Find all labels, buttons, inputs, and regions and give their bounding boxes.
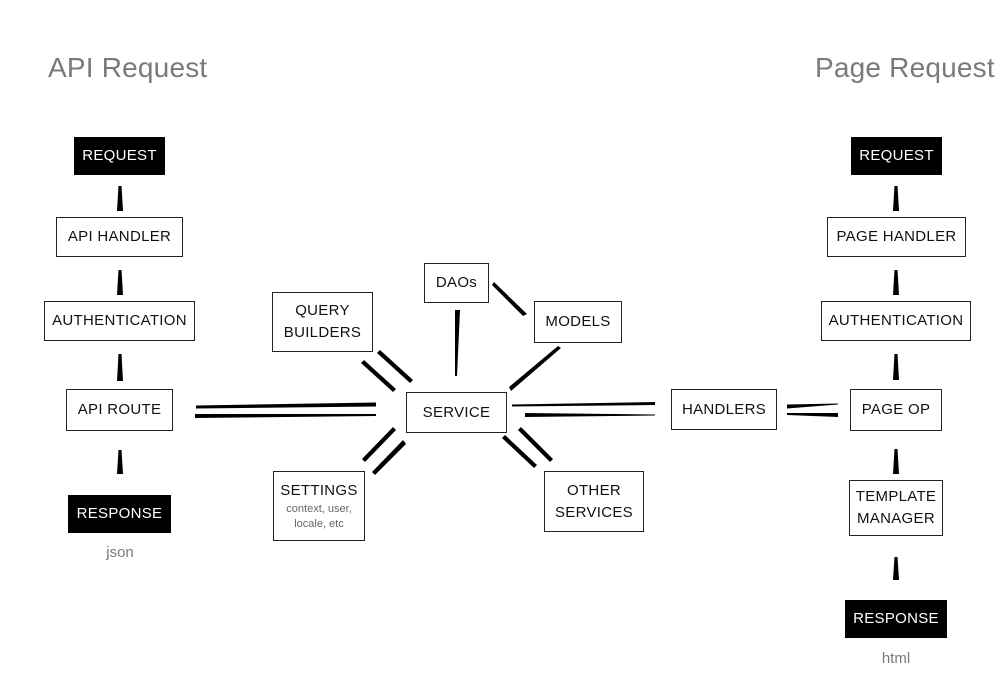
wedge-query-builders-to-service (377, 350, 413, 383)
daos-node: DAOs (424, 263, 489, 303)
wedge-pageop-to-handlers-bottom (787, 413, 838, 417)
api-authentication-node: AUTHENTICATION (44, 301, 195, 341)
api-response-node: RESPONSE (68, 495, 171, 533)
wedge-settings-to-service (372, 440, 406, 475)
wedge-page-template-to-response (893, 557, 899, 580)
api-request-heading: API Request (48, 52, 208, 83)
page-handler-node: PAGE HANDLER (827, 217, 966, 257)
wedge-handlers-to-service-bottom (525, 413, 655, 417)
settings-label: SETTINGS (280, 482, 358, 499)
wedge-service-to-handlers-top (512, 402, 655, 407)
settings-detail-line-2: locale, etc (294, 518, 344, 530)
wedge-service-to-settings (362, 427, 396, 462)
settings-node: SETTINGS context, user, locale, etc (273, 471, 365, 541)
wedge-other-services-to-service (518, 427, 553, 462)
wedge-service-to-route-bottom (195, 414, 376, 418)
page-response-format: html (881, 650, 911, 667)
wedge-page-request-to-handler (893, 186, 899, 211)
query-builders-line-2: BUILDERS (283, 324, 362, 341)
wedge-service-to-models (509, 346, 561, 391)
wedge-handlers-to-pageop-top (787, 403, 838, 409)
api-handler-node: API HANDLER (56, 217, 183, 257)
page-op-node: PAGE OP (850, 389, 942, 431)
wedge-page-op-to-template (893, 449, 899, 474)
wedge-service-to-daos (455, 310, 460, 376)
template-manager-node: TEMPLATE MANAGER (849, 480, 943, 536)
other-services-line-1: OTHER (567, 481, 621, 499)
wedge-page-auth-to-op (893, 354, 899, 380)
other-services-line-2: SERVICES (555, 503, 633, 521)
wedge-page-handler-to-auth (893, 270, 899, 295)
page-response-node: RESPONSE (845, 600, 947, 638)
settings-detail-line-1: context, user, (286, 503, 352, 515)
service-node: SERVICE (406, 392, 507, 433)
page-authentication-node: AUTHENTICATION (821, 301, 971, 341)
template-manager-line-1: TEMPLATE (855, 488, 937, 505)
api-request-node: REQUEST (74, 137, 165, 175)
wedge-service-to-query-builders (361, 360, 396, 392)
wedge-route-to-service-top (196, 402, 376, 409)
query-builders-node: QUERY BUILDERS (272, 292, 373, 352)
wedge-api-handler-to-auth (117, 270, 123, 295)
query-builders-line-1: QUERY (295, 302, 350, 319)
models-node: MODELS (534, 301, 622, 343)
wedge-service-to-other-services (502, 435, 537, 468)
api-route-node: API ROUTE (66, 389, 173, 431)
page-request-heading: Page Request (815, 52, 995, 83)
other-services-node: OTHER SERVICES (544, 471, 644, 532)
wedge-api-route-to-response (117, 450, 123, 474)
handlers-node: HANDLERS (671, 389, 777, 430)
wedge-daos-to-models (492, 282, 527, 316)
api-response-format: json (106, 544, 134, 561)
wedge-api-request-to-handler (117, 186, 123, 211)
wedge-api-auth-to-route (117, 354, 123, 381)
template-manager-line-2: MANAGER (857, 510, 935, 527)
page-request-node: REQUEST (851, 137, 942, 175)
